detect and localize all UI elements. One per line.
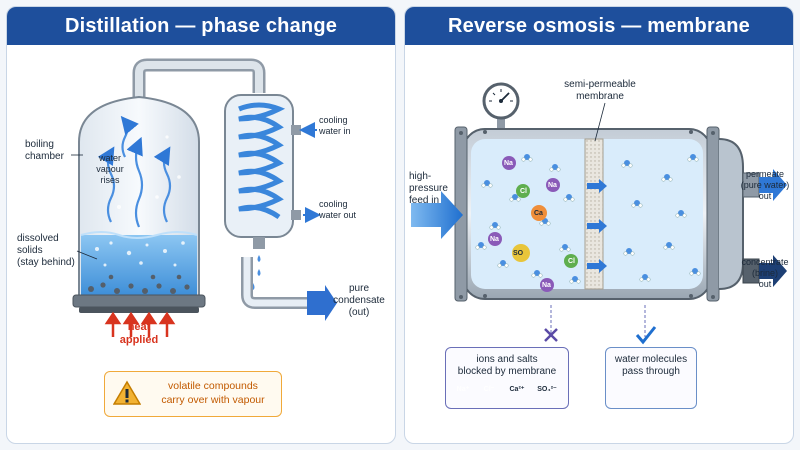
concentrate-label: concentrate (brine) out (741, 257, 789, 289)
vapour-arrow (126, 136, 144, 228)
vapour-pipe (132, 58, 266, 99)
svg-text:Na: Na (548, 182, 557, 189)
checkmark-icon (635, 326, 657, 345)
volatile-compounds-warning: volatile compounds carry over with vapou… (104, 371, 282, 417)
distillation-panel: Distillation — phase change (6, 6, 396, 444)
vapour-arrow (120, 115, 139, 158)
svg-text:Na: Na (542, 282, 551, 289)
svg-text:Ca: Ca (534, 210, 543, 217)
membrane-label: semi-permeable membrane (564, 79, 636, 102)
boiling-chamber-label: boiling chamber (25, 139, 64, 162)
feed-in-label: high-pressure feed in (409, 171, 448, 206)
permeate-out-arrow (759, 169, 787, 201)
warning-triangle-icon (113, 380, 141, 405)
ion-na (540, 278, 554, 292)
distillation-diagram (71, 58, 337, 337)
svg-text:SO: SO (513, 250, 524, 257)
svg-text:Cl: Cl (520, 188, 527, 195)
pure-condensate-label: pure condensate (out) (333, 283, 385, 318)
ion-na (546, 178, 560, 192)
cooling-water-in-label: cooling water in (319, 115, 351, 136)
reverse-osmosis-title: Reverse osmosis — membrane (405, 7, 793, 45)
dissolved-solids-label: dissolved solids (stay behind) (17, 233, 75, 268)
legend-cl: Cl⁻ (483, 386, 495, 393)
pressure-gauge (482, 82, 520, 129)
permeate-label: permeate (pure water) out (740, 169, 790, 201)
condensate-out-arrow (307, 285, 337, 321)
ion-cl (564, 254, 578, 268)
ion-na (488, 232, 502, 246)
vapour-arrow (97, 146, 116, 223)
distillation-title: Distillation — phase change (7, 7, 395, 45)
svg-text:Na: Na (490, 236, 499, 243)
water-pass-box: water molecules pass through (605, 347, 697, 409)
cooling-water-out-label: cooling water out (319, 199, 357, 220)
water-pass-label: water molecules pass through (614, 354, 688, 377)
svg-text:Na: Na (504, 160, 513, 167)
cross-icon (544, 328, 558, 342)
warning-text: volatile compounds carry over with vapou… (161, 380, 265, 406)
blocked-ions-label: ions and salts blocked by membrane (457, 354, 557, 377)
blocked-ions-box: ions and salts blocked by membrane (445, 347, 569, 409)
condenser (224, 94, 301, 249)
heat-arrows (104, 311, 176, 337)
legend-so4: SO₄²⁻ (537, 386, 557, 393)
ion-na (502, 156, 516, 170)
ion-ca (531, 205, 547, 221)
condensate-pipe (241, 257, 311, 309)
heat-applied-label: heat applied (119, 321, 159, 346)
flow-arrows (587, 179, 607, 273)
reverse-osmosis-panel: Reverse osmosis — membrane (404, 6, 794, 444)
legend-na: Na⁺ (456, 386, 470, 393)
boiling-chamber (72, 95, 206, 313)
ion-cl (516, 184, 530, 198)
concentrate-out-arrow (759, 255, 787, 287)
legend-ca: Ca²⁺ (509, 386, 525, 393)
ion-so4 (512, 244, 530, 262)
vapour-arrow (153, 146, 172, 223)
svg-text:Cl: Cl (568, 258, 575, 265)
ions-feed (488, 156, 578, 292)
water-vapour-label: water vapour rises (96, 153, 124, 185)
feed-in-arrow (411, 191, 463, 239)
